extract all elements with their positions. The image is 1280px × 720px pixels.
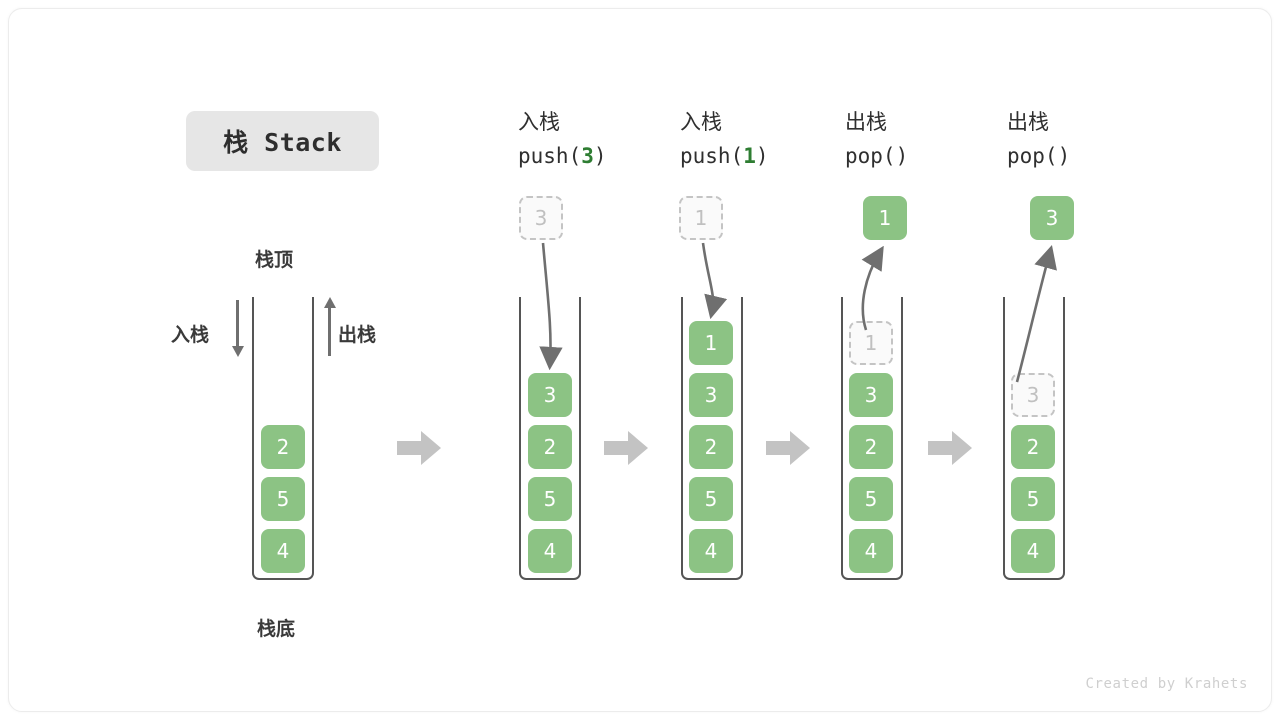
stack-cell: 3 xyxy=(528,373,572,417)
stack-container-initial xyxy=(252,297,314,580)
pop-direction-arrow-icon xyxy=(323,297,336,356)
incoming-ghost-cell: 3 xyxy=(519,196,563,240)
stack-container-pop-1 xyxy=(841,297,903,580)
stack-cell: 2 xyxy=(689,425,733,469)
pop-direction-label: 出栈 xyxy=(338,324,377,346)
stack-cell: 4 xyxy=(849,529,893,573)
stack-cell: 5 xyxy=(1011,477,1055,521)
credit-text: Created by Krahets xyxy=(1085,676,1248,692)
stack-cell: 2 xyxy=(1011,425,1055,469)
step-title: 入栈 xyxy=(680,110,722,134)
stack-cell: 4 xyxy=(689,529,733,573)
stack-cell: 4 xyxy=(1011,529,1055,573)
stack-cell: 3 xyxy=(849,373,893,417)
incoming-ghost-cell: 1 xyxy=(679,196,723,240)
step-header-push-3: 入栈 push(3) xyxy=(518,105,607,173)
op-suffix: ) xyxy=(593,144,607,168)
stack-cell: 2 xyxy=(849,425,893,469)
popped-value-cell: 3 xyxy=(1030,196,1074,240)
stack-cell: 5 xyxy=(528,477,572,521)
step-arrow-icon xyxy=(397,431,441,465)
popped-value-cell: 1 xyxy=(863,196,907,240)
step-arrow-icon xyxy=(928,431,972,465)
stack-cell: 5 xyxy=(689,477,733,521)
step-operation: push(1) xyxy=(680,139,769,173)
stack-top-label: 栈顶 xyxy=(255,249,294,271)
vacated-ghost-cell: 3 xyxy=(1011,373,1055,417)
stack-container-pop-3 xyxy=(1003,297,1065,580)
stack-cell: 1 xyxy=(689,321,733,365)
title-badge: 栈 Stack xyxy=(186,111,379,171)
step-header-pop-1: 出栈 pop() xyxy=(845,105,908,173)
op-suffix: ) xyxy=(1057,144,1071,168)
stack-container-push-3 xyxy=(519,297,581,580)
stack-cell: 2 xyxy=(261,425,305,469)
op-suffix: ) xyxy=(895,144,909,168)
op-prefix: pop( xyxy=(845,144,896,168)
op-suffix: ) xyxy=(755,144,769,168)
stack-cell: 5 xyxy=(261,477,305,521)
op-arg: 3 xyxy=(581,144,594,168)
stack-cell: 3 xyxy=(689,373,733,417)
op-prefix: push( xyxy=(680,144,744,168)
stack-cell: 5 xyxy=(849,477,893,521)
stack-cell: 4 xyxy=(261,529,305,573)
step-header-push-1: 入栈 push(1) xyxy=(680,105,769,173)
op-arg: 1 xyxy=(743,144,756,168)
step-header-pop-3: 出栈 pop() xyxy=(1007,105,1070,173)
push-direction-label: 入栈 xyxy=(171,324,210,346)
step-title: 入栈 xyxy=(518,110,560,134)
stack-container-push-1 xyxy=(681,297,743,580)
step-arrow-icon xyxy=(604,431,648,465)
step-operation: pop() xyxy=(845,139,908,173)
op-prefix: pop( xyxy=(1007,144,1058,168)
step-title: 出栈 xyxy=(1007,110,1049,134)
step-title: 出栈 xyxy=(845,110,887,134)
step-operation: push(3) xyxy=(518,139,607,173)
stack-bottom-label: 栈底 xyxy=(257,618,296,640)
stack-cell: 4 xyxy=(528,529,572,573)
step-operation: pop() xyxy=(1007,139,1070,173)
op-prefix: push( xyxy=(518,144,582,168)
vacated-ghost-cell: 1 xyxy=(849,321,893,365)
stack-cell: 2 xyxy=(528,425,572,469)
push-direction-arrow-icon xyxy=(231,300,244,357)
step-arrow-icon xyxy=(766,431,810,465)
